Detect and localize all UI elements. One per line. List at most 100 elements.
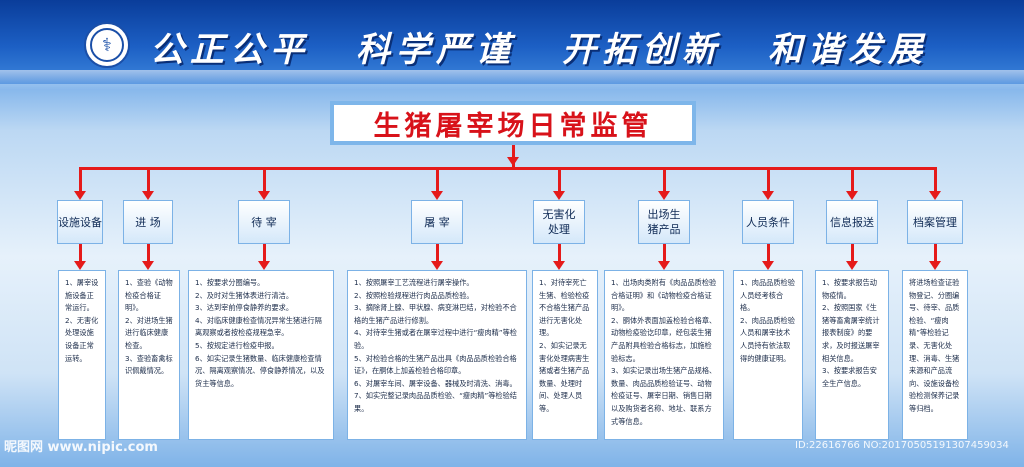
page-title: 生猪屠宰场日常监管: [373, 110, 653, 142]
category-label: 屠 宰: [424, 215, 450, 229]
arrow-icon: [553, 191, 565, 200]
header-gloss: [0, 70, 1024, 90]
arrow-icon: [762, 261, 774, 270]
detail-box: 1、按照屠宰工艺流程进行屠宰操作。 2、按照检验规程进行肉品品质检验。 3、摘除肾上…: [347, 270, 527, 440]
arrow-icon: [258, 191, 270, 200]
detail-item: 3、摘除肾上腺、甲状腺、病变淋巴结，对检验不合格的生猪产品进行修割。: [354, 303, 517, 325]
connector-line: [934, 167, 937, 191]
category-label: 设施设备: [58, 215, 102, 229]
category-label: 档案管理: [913, 215, 957, 229]
connector-line: [663, 244, 666, 261]
caduceus-icon: ⚕: [90, 28, 124, 62]
slogan-item: 公正公平: [150, 30, 310, 70]
connector-line: [263, 244, 266, 261]
slogan-item: 科学严谨: [356, 30, 516, 70]
arrow-icon: [929, 261, 941, 270]
detail-item: 2、如实记录无害化处理病害生猪或者生猪产品数量、处理时间、处理人员等。: [539, 340, 590, 413]
connector-line: [512, 145, 515, 167]
category-label: 出场生 猪产品: [647, 208, 681, 236]
detail-item: 1、按照屠宰工艺流程进行屠宰操作。: [354, 278, 474, 287]
title-box: 生猪屠宰场日常监管: [330, 101, 696, 145]
connector-line: [558, 167, 561, 191]
connector-line: [436, 167, 439, 191]
detail-item: 2、肉品品质检验人员和屠宰技术人员持有依法取得的健康证明。: [740, 315, 795, 363]
connector-line: [934, 244, 937, 261]
connector-line: [663, 167, 666, 191]
category-label: 信息报送: [830, 215, 874, 229]
logo: ⚕: [84, 22, 130, 68]
slogan: 公正公平 科学严谨 开拓创新 和谐发展: [150, 22, 980, 71]
connector-line: [767, 244, 770, 261]
connector-line: [79, 167, 82, 191]
arrow-icon: [142, 191, 154, 200]
category-box: 人员条件: [742, 200, 794, 244]
detail-item: 5、对检验合格的生猪产品出具《肉品品质检验合格证》，在胴体上加盖检验合格印章。: [354, 353, 517, 376]
arrow-icon: [431, 191, 443, 200]
detail-item: 7、如实完整记录肉品品质检验、“瘦肉精”等检验结果。: [354, 391, 517, 413]
category-label: 无害化 处理: [542, 208, 576, 236]
detail-item: 1、对待宰死亡生猪、检验检疫不合格生猪产品进行无害化处理。: [539, 278, 590, 338]
arrow-icon: [846, 191, 858, 200]
arrow-icon: [846, 261, 858, 270]
detail-item: 2、胴体外表面加盖检验合格章、动物检疫验讫印章，经包装生猪产品附具检验合格标志，…: [611, 315, 717, 363]
category-box: 出场生 猪产品: [638, 200, 690, 244]
detail-item: 3、达到宰前停食静养的要求。: [195, 303, 294, 313]
arrow-icon: [74, 191, 86, 200]
detail-item: 1、肉品品质检验人员经考核合格。: [740, 278, 795, 313]
detail-item: 2、无害化处理设施设备正常运转。: [65, 315, 99, 363]
detail-box: 1、出场肉类附有《肉品品质检验合格证明》和《动物检疫合格证明》。2、胴体外表面加…: [604, 270, 724, 440]
connector-line: [436, 244, 439, 261]
detail-item: 4、对临床健康检查情况异常生猪进行隔离观察或者按检疫规程急宰。: [195, 315, 322, 338]
connector-line: [851, 167, 854, 191]
arrow-icon: [762, 191, 774, 200]
watermark-id: ID:22616766 NO:20170505191307459034: [795, 440, 1009, 451]
category-box: 屠 宰: [411, 200, 463, 244]
connector-line: [767, 167, 770, 191]
detail-box: 1、肉品品质检验人员经考核合格。2、肉品品质检验人员和屠宰技术人员持有依法取得的…: [733, 270, 803, 440]
connector-line: [147, 244, 150, 261]
category-label: 待 宰: [251, 215, 277, 229]
detail-item: 1、查验《动物检疫合格证明》。: [125, 278, 173, 313]
detail-item: 6、对屠宰车间、屠宰设备、器械及时清洗、消毒。: [354, 378, 517, 388]
category-box: 进 场: [123, 200, 173, 244]
detail-box: 1、查验《动物检疫合格证明》。2、对进场生猪进行临床健康检查。3、查验畜禽标识佩…: [118, 270, 180, 440]
connector-line: [79, 244, 82, 261]
detail-box: 1、按要求分圈编号。 2、及时对生猪体表进行清洁。 3、达到宰前停食静养的要求。 4、…: [188, 270, 334, 440]
slogan-item: 开拓创新: [562, 30, 722, 70]
arrow-icon: [553, 261, 565, 270]
detail-box: 1、按要求报告动物疫情。 2、按照国家《生猪等畜禽屠宰统计报表制度》的要求，及时报…: [815, 270, 889, 440]
detail-item: 6、如实记录生猪数量、临床健康检查情况、隔离观察情况、停食静养情况，以及货主等信…: [195, 353, 325, 388]
category-box: 待 宰: [238, 200, 290, 244]
detail-box: 将进场检查证验物登记、分圈编号、待宰、品质检验、“瘦肉精”等检验记录、无害化处理…: [902, 270, 968, 440]
arrow-icon: [658, 191, 670, 200]
detail-item: 4、对待宰生猪或者在屠宰过程中进行“瘦肉精”等检验。: [354, 328, 517, 350]
arrow-icon: [929, 191, 941, 200]
category-label: 人员条件: [746, 215, 790, 229]
detail-item: 2、按照检验规程进行肉品品质检验。: [354, 290, 474, 300]
detail-item: 1、按要求分圈编号。: [195, 278, 265, 287]
connector-line: [80, 167, 936, 170]
category-box: 档案管理: [907, 200, 963, 244]
arrow-icon: [431, 261, 443, 270]
connector-line: [147, 167, 150, 191]
detail-item: 2、对进场生猪进行临床健康检查。: [125, 315, 173, 350]
detail-item: 将进场检查证验物登记、分圈编号、待宰、品质检验、“瘦肉精”等检验记录、无害化处理…: [909, 278, 960, 413]
arrow-icon: [258, 261, 270, 270]
connector-line: [558, 244, 561, 261]
detail-item: 5、按规定进行检疫申报。: [195, 340, 279, 350]
arrow-icon: [658, 261, 670, 270]
arrow-icon: [74, 261, 86, 270]
detail-item: 1、按要求报告动物疫情。: [822, 278, 877, 300]
detail-box: 1、屠宰设施设备正常运行。2、无害化处理设施设备正常运转。: [58, 270, 106, 440]
connector-line: [263, 167, 266, 191]
arrow-icon: [507, 157, 519, 166]
category-box: 设施设备: [57, 200, 103, 244]
category-label: 进 场: [135, 215, 161, 229]
detail-item: 3、按要求报告安全生产信息。: [822, 366, 877, 388]
connector-line: [851, 244, 854, 261]
watermark: 昵图网 www.nipic.com: [4, 440, 158, 455]
detail-item: 2、及时对生猪体表进行清洁。: [195, 290, 294, 300]
slogan-item: 和谐发展: [768, 30, 928, 70]
detail-item: 2、按照国家《生猪等畜禽屠宰统计报表制度》的要求，及时报送屠宰相关信息。: [822, 303, 880, 363]
arrow-icon: [142, 261, 154, 270]
